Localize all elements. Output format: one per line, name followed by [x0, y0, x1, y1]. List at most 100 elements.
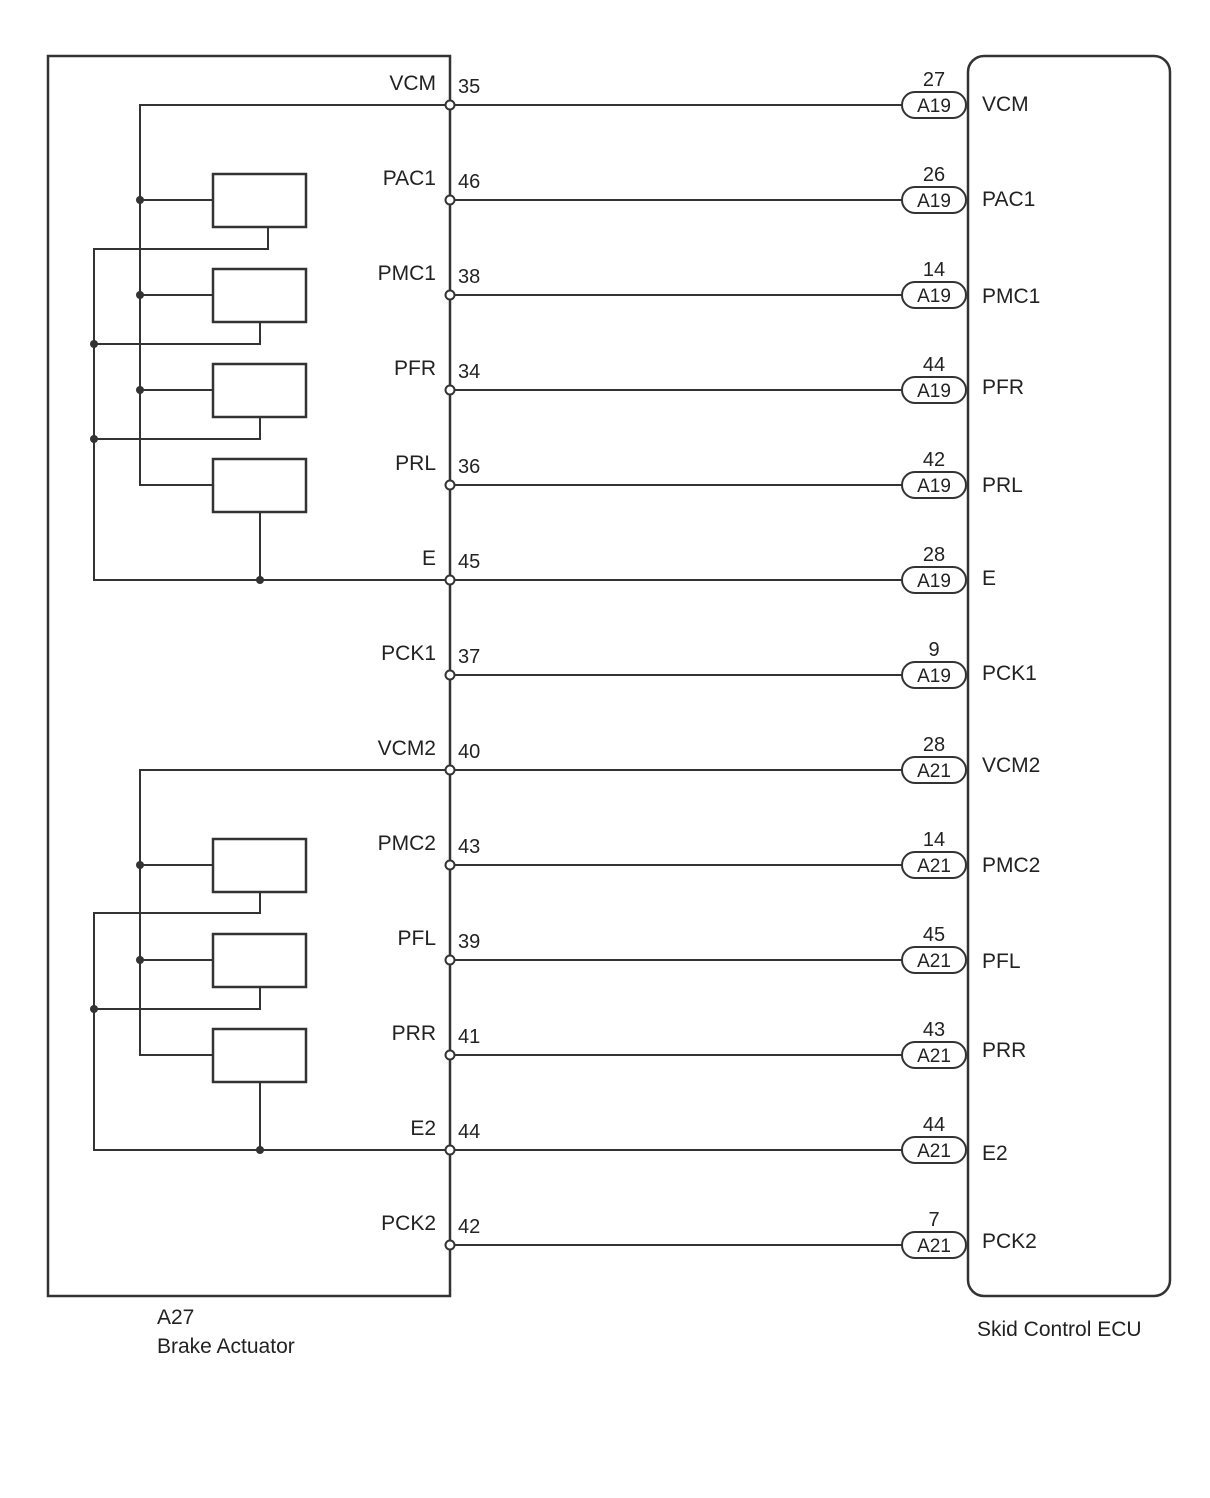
- sensor-group-2: [90, 769, 450, 1154]
- signal-label-pck1: PCK1: [381, 642, 436, 665]
- actuator-pin-prl: 36: [458, 456, 480, 478]
- junction-dot: [90, 435, 98, 443]
- sensor-pac1: [211, 172, 308, 229]
- connector-id-e2: A21: [917, 1141, 951, 1162]
- junction-dot: [136, 956, 144, 964]
- ecu-label-pck1: PCK1: [982, 662, 1037, 685]
- pin-terminal-pck1: [444, 669, 456, 681]
- actuator-pin-pac1: 46: [458, 171, 480, 193]
- skid-control-ecu-box: [966, 54, 1172, 1298]
- actuator-name-label: Brake Actuator: [157, 1335, 295, 1358]
- pin-terminal-pck2: [444, 1239, 456, 1251]
- brake-actuator-box: [46, 54, 452, 1298]
- actuator-pin-e: 45: [458, 551, 480, 573]
- signal-label-prr: PRR: [392, 1022, 436, 1045]
- connector-pill-e: [901, 566, 967, 594]
- ecu-pin-pfl: 45: [923, 924, 945, 946]
- junction-dot: [136, 291, 144, 299]
- pin-terminal-pfl: [444, 954, 456, 966]
- connector-id-pck1: A19: [917, 666, 951, 687]
- ecu-pin-pmc2: 14: [923, 829, 945, 851]
- sensor-pmc1: [211, 267, 308, 324]
- connector-id-pmc1: A19: [917, 286, 951, 307]
- connector-id-e: A19: [917, 571, 951, 592]
- signal-label-pac1: PAC1: [383, 167, 436, 190]
- connector-id-prr: A21: [917, 1046, 951, 1067]
- connector-id-vcm: A19: [917, 96, 951, 117]
- ecu-label-e2: E2: [982, 1142, 1008, 1165]
- signal-label-pfr: PFR: [394, 357, 436, 380]
- ecu-pin-pmc1: 14: [923, 259, 945, 281]
- ecu-label-prl: PRL: [982, 474, 1023, 497]
- sensor-group-1: [90, 104, 450, 584]
- actuator-pin-pck2: 42: [458, 1216, 480, 1238]
- ground-wire: [93, 227, 450, 581]
- connector-pill-prl: [901, 471, 967, 499]
- connector-id-pck2: A21: [917, 1236, 951, 1257]
- ecu-label-pac1: PAC1: [982, 188, 1035, 211]
- actuator-pin-vcm: 35: [458, 76, 480, 98]
- junction-dot: [136, 386, 144, 394]
- ecu-label-pmc2: PMC2: [982, 854, 1040, 877]
- connector-pill-pfl: [901, 946, 967, 974]
- sensor-pfr: [211, 362, 308, 419]
- junction-dot: [90, 340, 98, 348]
- connector-pill-pmc2: [901, 851, 967, 879]
- connector-pill-pfr: [901, 376, 967, 404]
- ground-branch-pfr: [94, 417, 261, 440]
- ecu-label-pfr: PFR: [982, 376, 1024, 399]
- ecu-pin-vcm2: 28: [923, 734, 945, 756]
- pin-terminal-prr: [444, 1049, 456, 1061]
- connector-id-prl: A19: [917, 476, 951, 497]
- connector-pill-pck1: [901, 661, 967, 689]
- connector-id-pmc2: A21: [917, 856, 951, 877]
- ecu-pin-prr: 43: [923, 1019, 945, 1041]
- pin-terminal-pac1: [444, 194, 456, 206]
- ecu-pin-pck2: 7: [928, 1209, 939, 1231]
- ecu-pin-vcm: 27: [923, 69, 945, 91]
- connector-pill-pmc1: [901, 281, 967, 309]
- actuator-code-label: A27: [157, 1306, 194, 1329]
- connector-pill-vcm2: [901, 756, 967, 784]
- connector-pill-pck2: [901, 1231, 967, 1259]
- pin-terminal-pmc2: [444, 859, 456, 871]
- actuator-pin-prr: 41: [458, 1026, 480, 1048]
- pin-terminal-pfr: [444, 384, 456, 396]
- sensor-prl: [211, 457, 308, 514]
- junction-dot: [136, 196, 144, 204]
- actuator-pin-pfr: 34: [458, 361, 480, 383]
- pin-terminal-pmc1: [444, 289, 456, 301]
- actuator-pin-vcm2: 40: [458, 741, 480, 763]
- actuator-pin-pfl: 39: [458, 931, 480, 953]
- ecu-pin-e: 28: [923, 544, 945, 566]
- connector-id-pfl: A21: [917, 951, 951, 972]
- actuator-pin-pmc2: 43: [458, 836, 480, 858]
- ecu-label-pmc1: PMC1: [982, 285, 1040, 308]
- signal-label-pmc2: PMC2: [378, 832, 436, 855]
- signal-label-vcm2: VCM2: [378, 737, 436, 760]
- pin-terminal-prl: [444, 479, 456, 491]
- junction-dot: [256, 576, 264, 584]
- connector-pill-prr: [901, 1041, 967, 1069]
- junction-dot: [136, 861, 144, 869]
- pin-terminal-e2: [444, 1144, 456, 1156]
- ecu-label-prr: PRR: [982, 1039, 1026, 1062]
- connector-id-pfr: A19: [917, 381, 951, 402]
- signal-label-prl: PRL: [395, 452, 436, 475]
- actuator-pin-pck1: 37: [458, 646, 480, 668]
- ecu-pin-pck1: 9: [928, 639, 939, 661]
- connector-pill-vcm: [901, 91, 967, 119]
- ecu-label-pfl: PFL: [982, 950, 1021, 973]
- actuator-pin-e2: 44: [458, 1121, 480, 1143]
- actuator-pin-pmc1: 38: [458, 266, 480, 288]
- ground-branch-pmc1: [94, 322, 261, 345]
- ecu-name-label: Skid Control ECU: [977, 1318, 1142, 1341]
- ecu-label-pck2: PCK2: [982, 1230, 1037, 1253]
- pin-terminal-vcm2: [444, 764, 456, 776]
- connector-pill-pac1: [901, 186, 967, 214]
- sensor-pmc2: [211, 837, 308, 894]
- signal-label-pck2: PCK2: [381, 1212, 436, 1235]
- ecu-pin-e2: 44: [923, 1114, 945, 1136]
